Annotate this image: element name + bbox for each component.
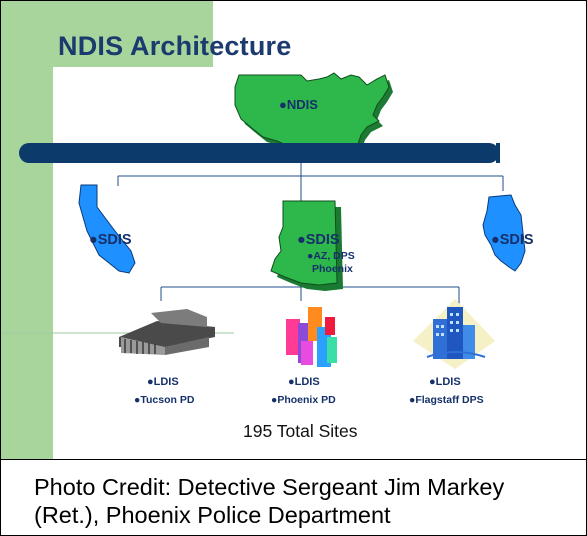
- backbone-bar: [19, 143, 499, 163]
- photo-credit: Photo Credit: Detective Sergeant Jim Mar…: [34, 474, 505, 528]
- sdis-right-label: ●SDIS: [491, 232, 534, 248]
- ldis-tucson-site: ●Tucson PD: [134, 394, 195, 406]
- city-buildings-icon: [413, 299, 495, 369]
- usa-map-icon: [234, 72, 393, 160]
- sdis-center-city: Phoenix: [312, 263, 353, 275]
- ndis-label: ●NDIS: [279, 97, 318, 112]
- ldis-flagstaff-site: ●Flagstaff DPS: [409, 394, 484, 406]
- sdis-center-label: ●SDIS: [297, 232, 340, 248]
- sdis-left-label: ●SDIS: [89, 232, 132, 248]
- ldis-tucson-label: ●LDIS: [147, 376, 179, 388]
- background-decoration: [1, 1, 586, 459]
- ldis-flagstaff-label: ●LDIS: [429, 376, 461, 388]
- sdis-center-agency: ●AZ, DPS: [307, 250, 355, 262]
- california-icon: [78, 184, 136, 274]
- arizona-icon: [270, 200, 343, 291]
- building-icon: [119, 309, 215, 355]
- ldis-phoenix-label: ●LDIS: [288, 376, 320, 388]
- ldis-phoenix-site: ●Phoenix PD: [271, 394, 336, 406]
- green-side-band: [1, 1, 53, 459]
- illinois-icon: [482, 194, 526, 272]
- diagram-slide: NDIS Architecture ●NDIS ●SDIS ●SDIS ●AZ,…: [1, 1, 586, 459]
- total-sites: 195 Total Sites: [243, 421, 358, 441]
- caption-box: Photo Credit: Detective Sergeant Jim Mar…: [1, 459, 586, 535]
- colorful-buildings-icon: [286, 307, 337, 367]
- page-title: NDIS Architecture: [58, 31, 292, 61]
